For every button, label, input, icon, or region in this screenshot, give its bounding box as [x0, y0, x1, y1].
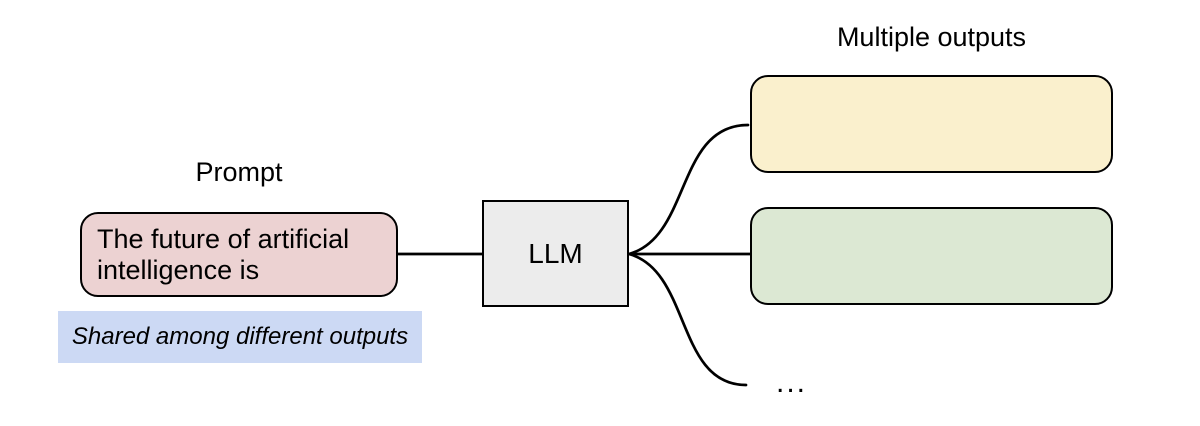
prompt-box: The future of artificial intelligence is	[80, 212, 398, 297]
more-outputs-ellipsis: ...	[776, 366, 808, 399]
prompt-box-text: The future of artificial intelligence is	[97, 223, 350, 285]
llm-to-output1-curve	[627, 123, 750, 256]
llm-box: LLM	[482, 200, 629, 307]
llm-box-label: LLM	[528, 237, 583, 269]
prompt-title: Prompt	[195, 157, 283, 187]
shared-note: Shared among different outputs	[58, 311, 422, 363]
output-box-green	[750, 207, 1113, 305]
multiple-outputs-title: Multiple outputs	[836, 22, 1027, 52]
llm-to-more-outputs-curve	[627, 252, 748, 387]
output-box-yellow	[750, 75, 1113, 173]
shared-note-text: Shared among different outputs	[71, 323, 409, 350]
